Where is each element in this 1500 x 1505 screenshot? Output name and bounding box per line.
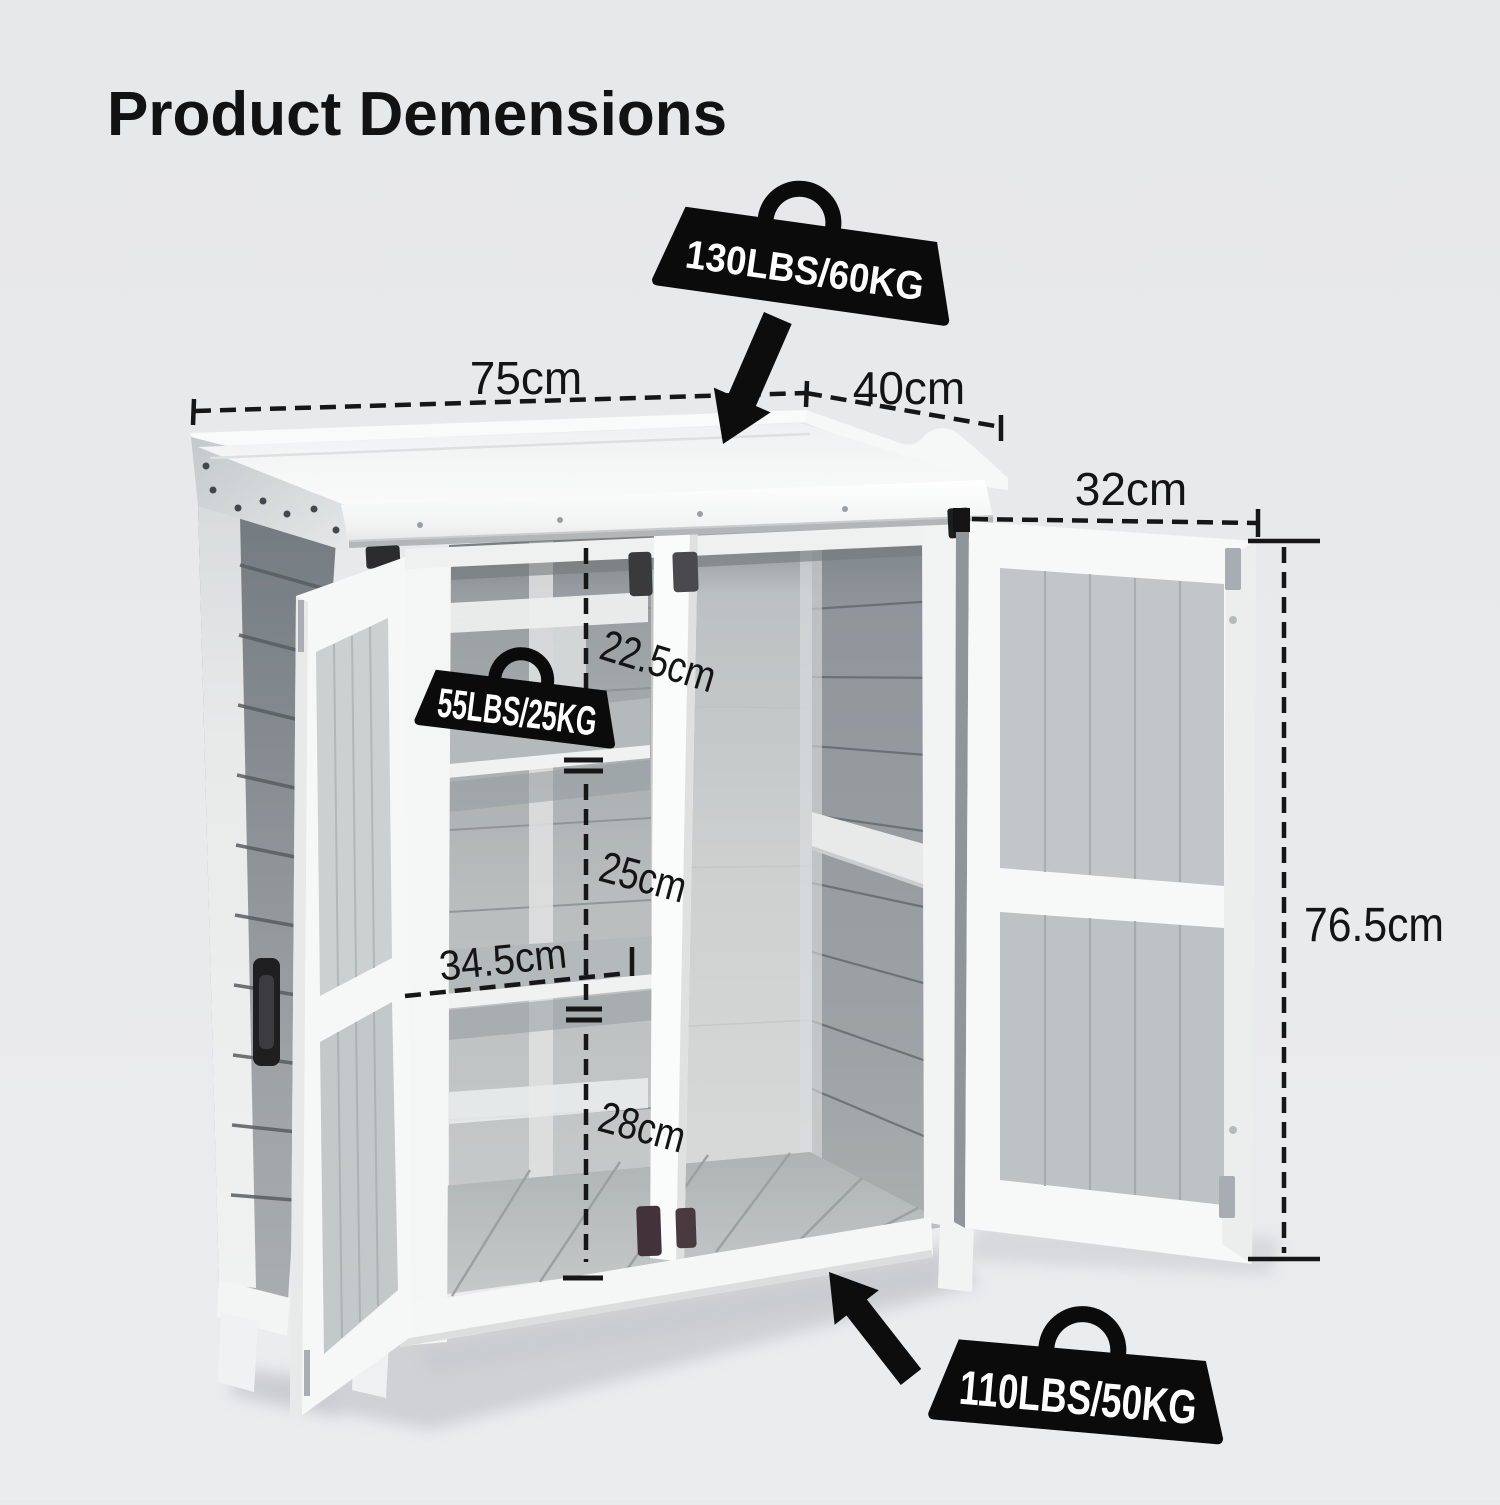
svg-text:32cm: 32cm	[1075, 463, 1187, 515]
svg-text:76.5cm: 76.5cm	[1304, 899, 1444, 952]
svg-text:75cm: 75cm	[470, 352, 582, 404]
svg-text:Product Demensions: Product Demensions	[107, 80, 727, 149]
svg-text:40cm: 40cm	[853, 362, 965, 414]
